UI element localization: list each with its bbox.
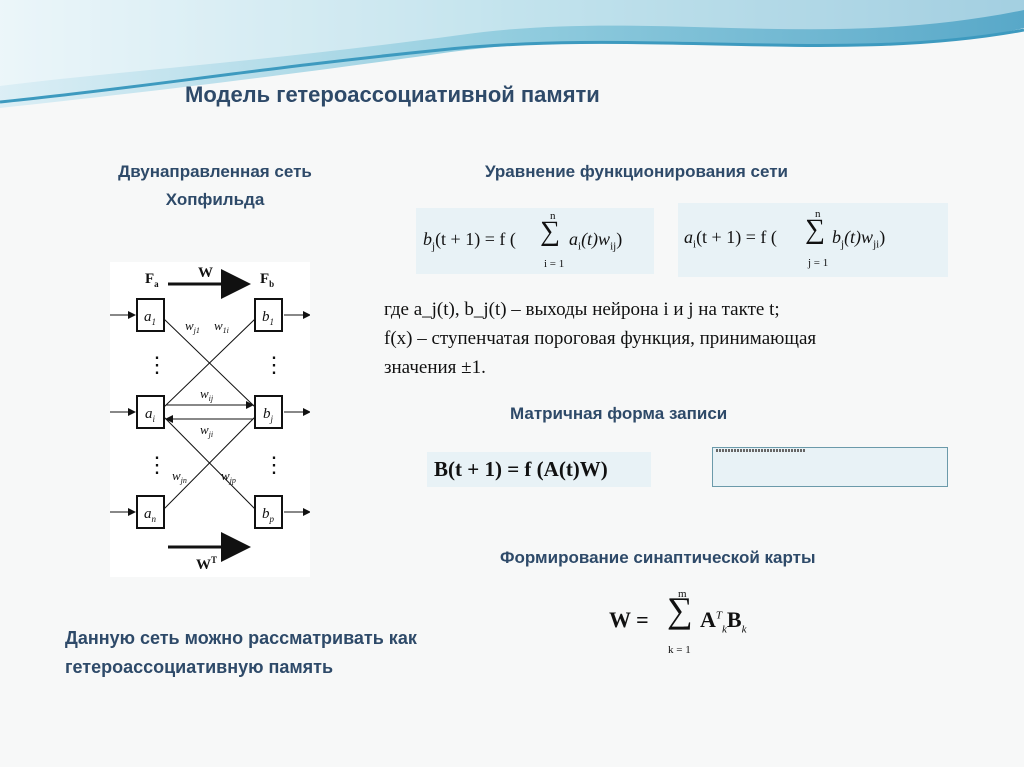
slide-title: Модель гетероассоциативной памяти — [185, 82, 600, 107]
equation-1-term: ai(t)wij) — [569, 229, 623, 253]
weight-1i-label: w1i — [214, 318, 229, 335]
connection-ai-bp — [163, 416, 256, 510]
sum-top-1: n — [550, 210, 556, 222]
description-line-2: f(x) – ступенчатая пороговая функция, пр… — [384, 328, 817, 349]
ellipsis-b-lower: ⋮ — [263, 452, 285, 477]
sum-bottom-3: k = 1 — [668, 644, 691, 656]
matrix-formula-box — [427, 452, 651, 487]
equation-box-2 — [678, 203, 948, 277]
synaptic-formula-term: ATkBk — [700, 607, 747, 636]
equation-1: bj(t + 1) = f ( — [423, 229, 516, 253]
equation-2-term: bj(t)wji) — [832, 227, 886, 251]
ellipsis-b-upper: ⋮ — [263, 352, 285, 377]
neuron-b1 — [254, 298, 283, 332]
weight-jp-label: wjp — [221, 468, 236, 485]
sum-symbol-2: ∑ — [805, 214, 825, 245]
layer-a-label: Fa — [145, 271, 159, 289]
sum-symbol-3: ∑ — [667, 590, 693, 630]
neuron-a1-label: a1 — [144, 309, 156, 327]
header-wave-decoration — [0, 0, 1024, 108]
description-line-3: значения ±1. — [384, 357, 486, 378]
neuron-bp-label: bp — [262, 506, 275, 524]
hopfield-network-svg: Fa Fb W WT a1 ai an — [110, 265, 311, 573]
description-line-1: где a_j(t), b_j(t) – выходы нейрона i и … — [384, 299, 780, 320]
sum-top-2: n — [815, 208, 821, 220]
box-caption-line — [716, 449, 806, 452]
conclusion-text: Данную сеть можно рассматривать как гете… — [65, 628, 417, 677]
ellipsis-a-upper: ⋮ — [146, 352, 168, 377]
hopfield-network-diagram: Fa Fb W WT a1 ai an — [110, 262, 311, 577]
sum-symbol-1: ∑ — [540, 216, 560, 247]
ellipsis-a-lower: ⋮ — [146, 452, 168, 477]
empty-formula-box — [712, 447, 948, 487]
neuron-bp — [254, 495, 283, 529]
bottom-arrow-label: WT — [196, 555, 217, 573]
neuron-b1-label: b1 — [262, 309, 274, 327]
synaptic-formula-lhs: W = — [609, 607, 649, 632]
weight-ij-label: wij — [200, 386, 214, 403]
weight-ji-label: wji — [200, 422, 213, 439]
neuron-an-label: an — [144, 506, 157, 524]
equation-title: Уравнение функционирования сети — [485, 162, 788, 181]
neuron-bj — [254, 395, 283, 429]
neuron-ai — [136, 395, 165, 429]
neuron-bj-label: bj — [263, 406, 274, 424]
layer-b-label: Fb — [260, 271, 274, 289]
sum-bottom-2: j = 1 — [808, 257, 829, 269]
neuron-a1 — [136, 298, 165, 332]
sum-top-3: m — [678, 588, 687, 600]
equation-box-1 — [416, 208, 654, 274]
network-title: Двунаправленная сеть Хопфильда — [118, 162, 312, 209]
synaptic-title: Формирование синаптической карты — [500, 548, 816, 567]
matrix-title: Матричная форма записи — [510, 404, 728, 423]
variables-description: где a_j(t), b_j(t) – выходы нейрона i и … — [384, 295, 984, 382]
connection-ai-b1 — [163, 318, 256, 408]
equation-2: ai(t + 1) = f ( — [684, 227, 777, 251]
neuron-an — [136, 495, 165, 529]
weight-jn-label: wjn — [172, 468, 187, 485]
sum-bottom-1: i = 1 — [544, 258, 565, 270]
matrix-formula: B(t + 1) = f (A(t)W) — [434, 457, 608, 481]
neuron-ai-label: ai — [145, 406, 156, 424]
weight-j1-label: wj1 — [185, 318, 200, 335]
top-arrow-label: W — [198, 265, 213, 281]
